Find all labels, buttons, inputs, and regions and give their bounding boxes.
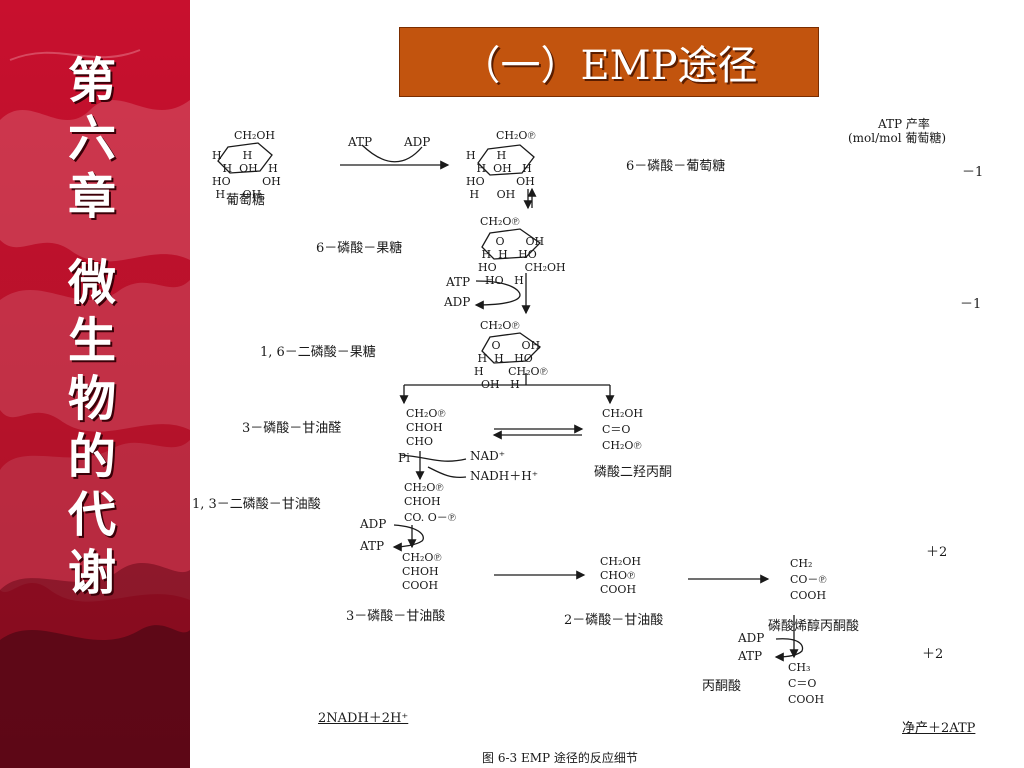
- chapter-char: 第: [67, 53, 116, 109]
- pathway-lines: [217, 142, 804, 662]
- pep-line1: CH₂: [790, 557, 813, 570]
- pg2-line1: CH₂OH: [600, 555, 642, 568]
- atp-yield-header: ATP 产率: [878, 117, 930, 131]
- compound-f6p: 6－磷酸－果糖: [316, 241, 403, 256]
- figure-caption: 图 6-3 EMP 途径的反应细节: [482, 751, 638, 765]
- cofactor-atp: ATP: [348, 135, 373, 149]
- pep-line3: COOH: [790, 589, 827, 602]
- cofactor-adp: ADP: [404, 135, 431, 149]
- atp-yield-step2: －1: [960, 297, 982, 312]
- bpg-line1: CH₂O℗: [404, 481, 444, 494]
- dhap-line1: CH₂OH: [602, 407, 644, 420]
- pyr-line3: COOH: [788, 693, 825, 706]
- chapter-char: 生: [67, 313, 116, 369]
- atp-yield-step1: －1: [962, 165, 984, 180]
- pg2-line3: COOH: [600, 583, 637, 596]
- chapter-title-vertical: 第 六 章 微 生 物 的 代 谢: [62, 52, 122, 602]
- glucose-ch2oh: CH₂OH: [234, 129, 276, 142]
- slide-title: （一）EMP途径: [460, 43, 758, 89]
- f16bp-ring-atoms: O OH H H HO H CH₂O℗ OH H: [474, 339, 548, 391]
- slide-title-box: （一）EMP途径: [399, 27, 819, 97]
- pg3-line3: COOH: [402, 579, 439, 592]
- mountain-painting-background: [0, 49, 190, 768]
- chapter-char: 谢: [67, 545, 116, 601]
- cofactor-atp: ATP: [446, 275, 471, 289]
- cofactor-adp: ADP: [444, 295, 471, 309]
- chapter-sidebar: 第 六 章 微 生 物 的 代 谢: [0, 0, 190, 768]
- atp-yield-step3: ＋2: [926, 545, 948, 560]
- pg3-line2: CHOH: [402, 565, 439, 578]
- pep-line2: CO－℗: [790, 573, 827, 586]
- compound-pep: 磷酸烯醇丙酮酸: [768, 619, 860, 634]
- compound-pg3: 3－磷酸－甘油酸: [346, 609, 446, 624]
- dhap-line3: CH₂O℗: [602, 439, 642, 452]
- net-atp: 净产＋2ATP: [902, 721, 976, 736]
- pyr-line1: CH₃: [788, 661, 811, 674]
- chapter-char: 六: [67, 111, 116, 167]
- chapter-char: 微: [67, 255, 116, 311]
- bpg-line3: CO. O－℗: [404, 511, 457, 524]
- atp-yield-units: (mol/mol 葡萄糖): [848, 131, 947, 145]
- cofactor-nad: NAD⁺: [470, 449, 506, 463]
- chapter-char: 章: [67, 169, 116, 225]
- f16bp-ch2op: CH₂O℗: [480, 319, 520, 332]
- g3p-line1: CH₂O℗: [406, 407, 446, 420]
- compound-bpg: 1, 3－二磷酸－甘油酸: [192, 497, 321, 512]
- g3p-line3: CHO: [406, 435, 434, 448]
- f6p-ch2op: CH₂O℗: [480, 215, 520, 228]
- emp-pathway-figure: ATP 产率 (mol/mol 葡萄糖) CH₂OH H H H OH H HO…: [190, 105, 1024, 768]
- compound-pg2: 2－磷酸－甘油酸: [564, 613, 664, 628]
- cofactor-nadh: NADH＋H⁺: [470, 469, 539, 483]
- dhap-line2: C＝O: [602, 423, 631, 436]
- atp-yield-step4: ＋2: [922, 647, 944, 662]
- cofactor-pi: Pi: [398, 451, 410, 465]
- g6p-ring-atoms: H H H OH H HO OH H OH: [466, 149, 535, 201]
- compound-dhap: 磷酸二羟丙酮: [594, 465, 673, 480]
- compound-f16bp: 1, 6－二磷酸－果糖: [260, 345, 376, 360]
- g3p-line2: CHOH: [406, 421, 443, 434]
- f6p-ring-atoms: O OH H H HO HO CH₂OH HO H: [478, 235, 566, 287]
- glucose-ring-atoms: H H H OH H HO OH H OH: [212, 149, 281, 201]
- atp-adp-curve: [361, 144, 423, 163]
- compound-g3p: 3－磷酸－甘油醛: [242, 421, 342, 436]
- cofactor-atp: ATP: [360, 539, 385, 553]
- glucose-ring: [217, 142, 273, 174]
- chapter-char: 的: [67, 429, 116, 485]
- pg3-line1: CH₂O℗: [402, 551, 442, 564]
- g6p-ch2op: CH₂O℗: [496, 129, 536, 142]
- pyr-line2: C＝O: [788, 677, 817, 690]
- g6p-ring: [477, 144, 535, 176]
- cofactor-atp: ATP: [738, 649, 763, 663]
- chapter-char: 代: [67, 487, 116, 543]
- pg2-line2: CHO℗: [600, 569, 636, 582]
- compound-pyruvate: 丙酮酸: [702, 679, 742, 694]
- f6p-ring: [481, 228, 542, 260]
- bpg-line2: CHOH: [404, 495, 441, 508]
- compound-glucose: 葡萄糖: [226, 193, 266, 208]
- cofactor-adp: ADP: [360, 517, 387, 531]
- compound-g6p: 6－磷酸－葡萄糖: [626, 159, 726, 174]
- nadh-total: 2NADH＋2H⁺: [318, 711, 409, 726]
- cofactor-adp: ADP: [738, 631, 765, 645]
- chapter-char: 物: [67, 371, 116, 427]
